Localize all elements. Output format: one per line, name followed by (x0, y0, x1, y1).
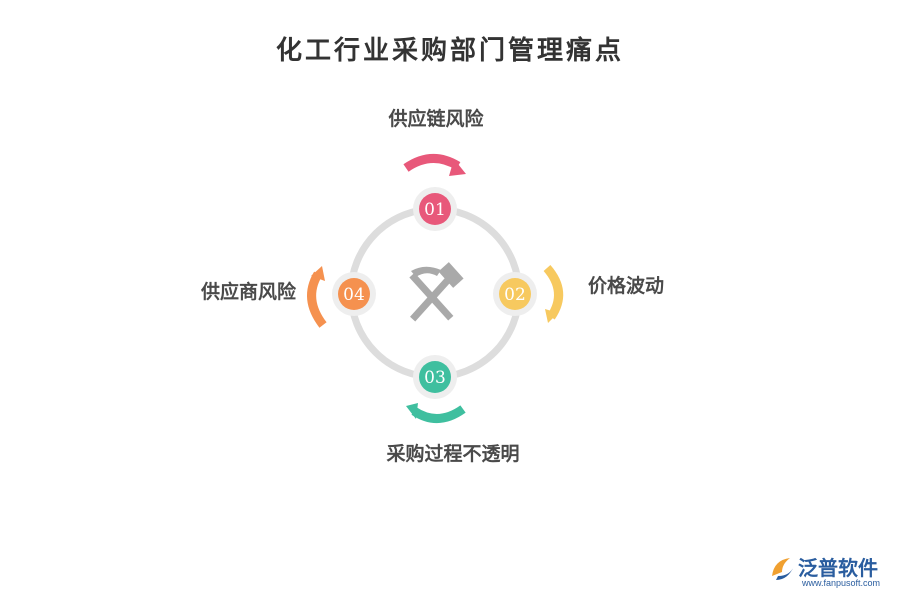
brand-name: 泛普软件 (798, 556, 878, 580)
node-02-circle (499, 278, 531, 310)
node-02-number: 02 (504, 285, 526, 305)
page-title: 化工行业采购部门管理痛点 (275, 36, 624, 66)
node-02: 02 (493, 272, 537, 316)
brand-url: www.fanpusoft.com (802, 578, 881, 588)
label-supply-chain-risk: 供应链风险 (388, 108, 484, 130)
hammer-and-pickaxe-icon (409, 262, 464, 322)
node-01-number: 01 (424, 200, 446, 220)
label-price-fluctuation: 价格波动 (588, 275, 665, 297)
node-01-circle (419, 193, 451, 225)
label-supplier-risk: 供应商风险 (200, 281, 296, 303)
node-04-number: 04 (343, 285, 365, 305)
brand-logo: 泛普软件 www.fanpusoft.com (768, 552, 890, 594)
arrow-top (403, 154, 466, 176)
node-04-circle (338, 278, 370, 310)
node-03-circle (419, 361, 451, 393)
brand-mark-icon (772, 558, 794, 580)
node-03-number: 03 (424, 368, 446, 388)
node-04: 04 (332, 272, 376, 316)
label-procurement-opacity: 采购过程不透明 (386, 443, 520, 465)
arrow-left (307, 266, 327, 328)
node-01: 01 (413, 187, 457, 231)
arrow-right (543, 265, 563, 323)
arrow-bottom (406, 403, 466, 423)
node-03: 03 (413, 355, 457, 399)
